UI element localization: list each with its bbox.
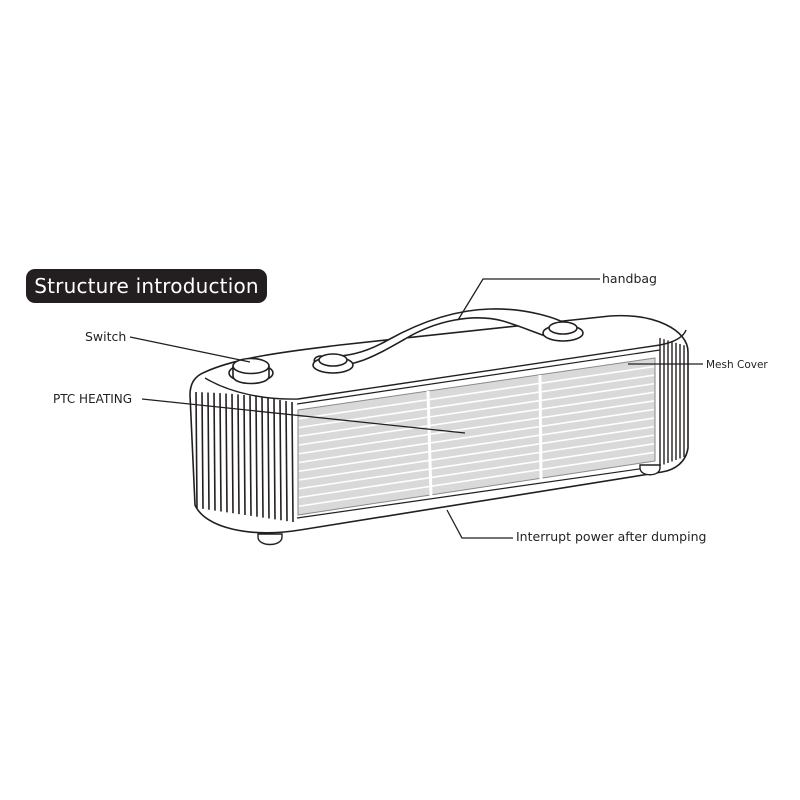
rib-line bbox=[285, 400, 288, 522]
mesh-slat bbox=[298, 391, 655, 446]
knob-middle bbox=[312, 353, 354, 374]
leader-interrupt bbox=[446, 509, 513, 539]
label-interrupt-power: Interrupt power after dumping bbox=[516, 529, 707, 544]
mesh-slat bbox=[298, 374, 655, 429]
label-ptc-heating: PTC HEATING bbox=[53, 392, 133, 406]
rib-line bbox=[267, 398, 270, 519]
top-panel-edge bbox=[204, 329, 687, 400]
rib-line bbox=[291, 401, 294, 523]
label-handbag: handbag bbox=[602, 271, 657, 286]
rib-line bbox=[225, 393, 228, 513]
rib-line bbox=[213, 392, 216, 511]
mesh-cover bbox=[297, 357, 656, 516]
leader-ptc bbox=[141, 398, 466, 434]
mesh-slat bbox=[298, 408, 655, 464]
right-ribbed-end bbox=[659, 338, 685, 466]
foot-left bbox=[257, 533, 283, 546]
rib-line bbox=[261, 397, 264, 518]
rib-line bbox=[219, 393, 222, 512]
leader-switch bbox=[129, 336, 251, 363]
rib-line bbox=[273, 399, 276, 520]
mesh-slat bbox=[298, 443, 655, 499]
left-ribbed-end bbox=[195, 391, 294, 523]
label-switch: Switch bbox=[85, 329, 127, 344]
leader-lines bbox=[129, 278, 703, 539]
mesh-slat bbox=[298, 400, 655, 455]
rib-line bbox=[243, 394, 246, 516]
front-panel-top-edge bbox=[296, 349, 661, 405]
rib-line bbox=[207, 392, 210, 510]
rib-line bbox=[255, 396, 258, 517]
mesh-slat bbox=[298, 417, 655, 473]
rib-line bbox=[249, 395, 252, 516]
mesh-slat bbox=[298, 451, 655, 508]
mesh-slat bbox=[298, 425, 655, 481]
label-mesh-cover: Mesh Cover bbox=[706, 359, 768, 371]
mesh-slat bbox=[298, 434, 655, 490]
knob-rear bbox=[542, 321, 584, 342]
mesh-divider-2 bbox=[538, 374, 543, 480]
rib-line bbox=[237, 394, 240, 515]
mesh-slat bbox=[298, 382, 655, 438]
foot-right bbox=[639, 464, 661, 476]
rib-line bbox=[279, 399, 282, 521]
rib-line bbox=[195, 391, 198, 509]
diagram-title: Structure introduction bbox=[26, 269, 267, 303]
switch-knob bbox=[228, 357, 274, 385]
leader-handbag bbox=[457, 278, 600, 321]
mesh-slats bbox=[298, 365, 655, 508]
rib-line bbox=[231, 393, 234, 514]
mesh-divider-1 bbox=[426, 390, 433, 498]
rib-line bbox=[201, 392, 204, 509]
front-panel-bottom-edge bbox=[296, 465, 661, 519]
mesh-slat bbox=[298, 365, 655, 420]
